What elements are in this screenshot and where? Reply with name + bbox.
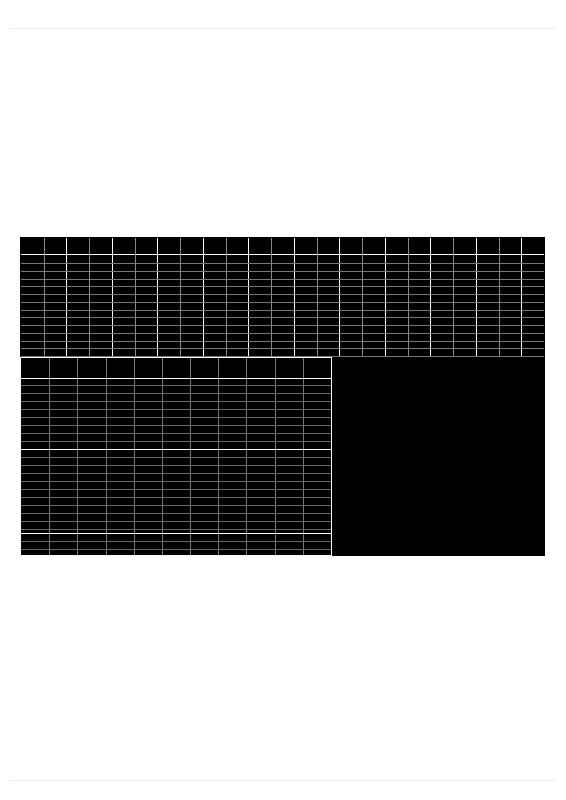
main-table-column-divider	[66, 238, 67, 356]
summary-row-divider	[21, 465, 331, 466]
table-row	[21, 294, 544, 303]
summary-row-divider	[21, 533, 331, 534]
summary-column-divider	[190, 358, 191, 555]
table-row	[21, 340, 544, 349]
summary-row-divider	[21, 417, 331, 418]
table-row	[21, 333, 544, 342]
main-table-column-divider	[294, 238, 295, 356]
summary-column-divider	[106, 358, 107, 555]
main-table	[20, 237, 545, 357]
table-row	[21, 317, 544, 326]
bottom-rule	[10, 780, 556, 781]
table-row	[21, 271, 544, 280]
main-table-column-divider	[135, 238, 136, 356]
main-table-column-divider	[476, 238, 477, 356]
table-row	[21, 263, 544, 272]
main-table-header	[21, 238, 544, 255]
main-table-column-divider	[89, 238, 90, 356]
summary-row-divider	[21, 481, 331, 482]
summary-row-divider	[21, 425, 331, 426]
summary-row-divider	[21, 521, 331, 522]
summary-row-divider	[21, 449, 331, 450]
main-table-column-divider	[453, 238, 454, 356]
summary-row-divider	[21, 385, 331, 386]
summary-column-divider	[134, 358, 135, 555]
main-table-column-divider	[408, 238, 409, 356]
summary-row-divider	[21, 378, 331, 379]
main-table-column-divider	[385, 238, 386, 356]
main-table-column-divider	[112, 238, 113, 356]
summary-row-divider	[21, 473, 331, 474]
main-table-column-divider	[44, 238, 45, 356]
main-table-column-divider	[157, 238, 158, 356]
summary-row-divider	[21, 441, 331, 442]
main-table-column-divider	[203, 238, 204, 356]
main-table-column-divider	[248, 238, 249, 356]
table-row	[21, 286, 544, 295]
main-table-column-divider	[362, 238, 363, 356]
summary-row-divider	[21, 541, 331, 542]
summary-column-divider	[162, 358, 163, 555]
summary-row-divider	[21, 457, 331, 458]
summary-row-divider	[21, 489, 331, 490]
table-row	[21, 325, 544, 334]
main-table-column-divider	[430, 238, 431, 356]
main-table-column-divider	[521, 238, 522, 356]
summary-row-divider	[21, 433, 331, 434]
main-table-column-divider	[317, 238, 318, 356]
summary-column-divider	[218, 358, 219, 555]
top-rule	[10, 28, 556, 29]
summary-column-divider	[49, 358, 50, 555]
table-row	[21, 309, 544, 318]
table-row	[21, 348, 544, 357]
summary-row-divider	[21, 409, 331, 410]
summary-table	[20, 357, 332, 556]
main-table-column-divider	[180, 238, 181, 356]
summary-row-divider	[21, 529, 331, 530]
main-table-column-divider	[271, 238, 272, 356]
summary-column-divider	[246, 358, 247, 555]
table-row	[21, 302, 544, 311]
summary-column-divider	[303, 358, 304, 555]
summary-row-divider	[21, 513, 331, 514]
main-table-column-divider	[499, 238, 500, 356]
main-table-column-divider	[339, 238, 340, 356]
filled-region	[332, 357, 545, 556]
summary-row-divider	[21, 505, 331, 506]
table-row	[21, 278, 544, 287]
summary-row-divider	[21, 497, 331, 498]
table-row	[21, 255, 544, 264]
summary-row-divider	[21, 549, 331, 550]
summary-row-divider	[21, 393, 331, 394]
summary-row-divider	[21, 401, 331, 402]
summary-column-divider	[275, 358, 276, 555]
main-table-column-divider	[226, 238, 227, 356]
summary-column-divider	[77, 358, 78, 555]
